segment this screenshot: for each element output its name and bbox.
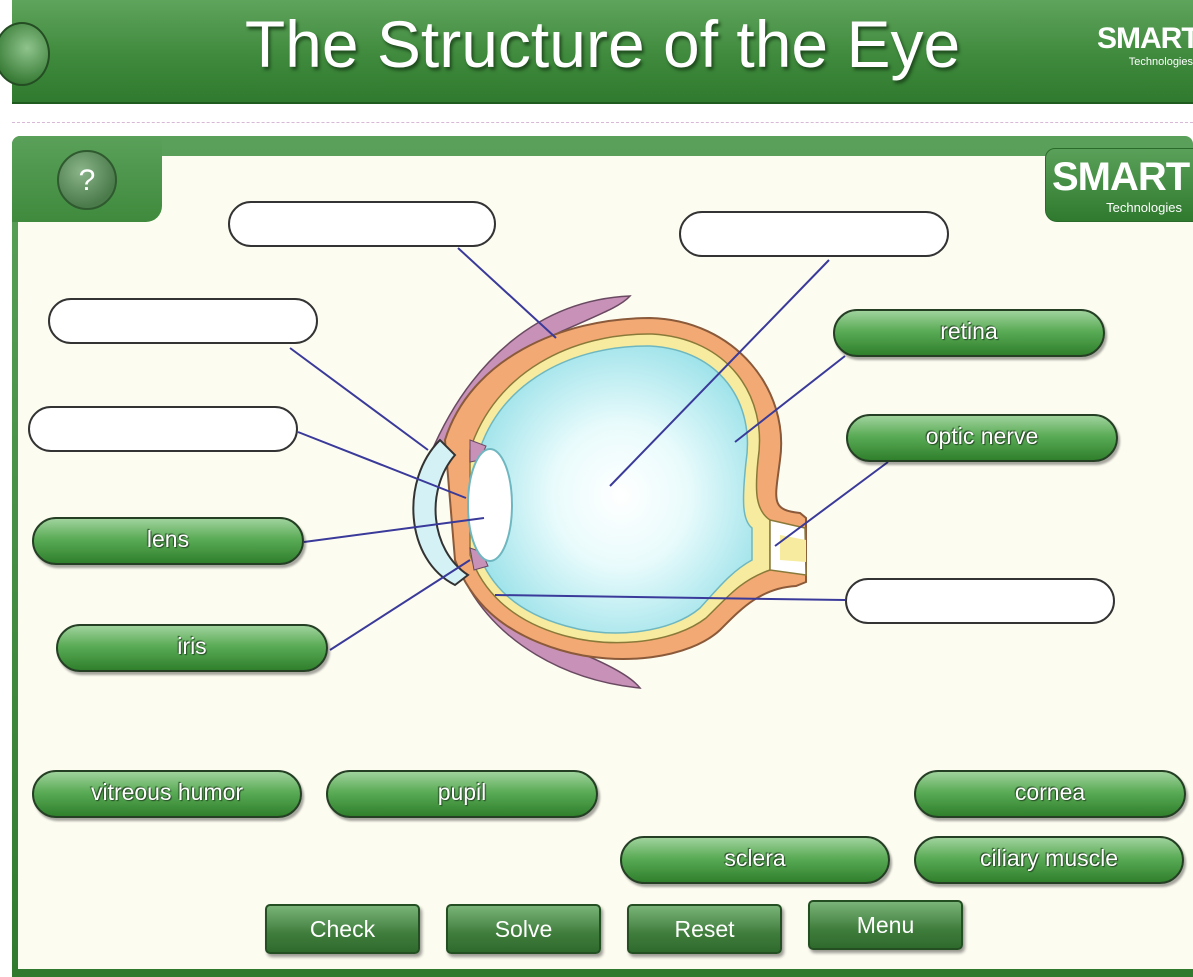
reset-button[interactable]: Reset	[627, 904, 782, 954]
placed-label-retina[interactable]: retina	[833, 309, 1105, 357]
vitreous-humor-shape	[477, 345, 753, 634]
header-logo: SMART Technologies	[1097, 22, 1193, 68]
panel-logo: SMART Technologies	[1045, 148, 1193, 222]
help-button[interactable]: ?	[57, 150, 117, 210]
corner-nav-button[interactable]	[0, 22, 50, 86]
answer-slot-3[interactable]	[48, 298, 318, 344]
answer-slot-5[interactable]	[845, 578, 1115, 624]
divider	[12, 122, 1193, 123]
lens-shape	[467, 448, 513, 562]
placed-label-iris[interactable]: iris	[56, 624, 328, 672]
menu-button[interactable]: Menu	[808, 900, 963, 950]
label-pupil[interactable]: pupil	[326, 770, 598, 818]
label-sclera[interactable]: sclera	[620, 836, 890, 884]
page-title: The Structure of the Eye	[244, 7, 961, 81]
answer-slot-2[interactable]	[679, 211, 949, 257]
check-button[interactable]: Check	[265, 904, 420, 954]
label-ciliary-muscle[interactable]: ciliary muscle	[914, 836, 1184, 884]
solve-button[interactable]: Solve	[446, 904, 601, 954]
label-cornea[interactable]: cornea	[914, 770, 1186, 818]
answer-slot-1[interactable]	[228, 201, 496, 247]
placed-label-optic-nerve[interactable]: optic nerve	[846, 414, 1118, 462]
answer-slot-4[interactable]	[28, 406, 298, 452]
label-vitreous-humor[interactable]: vitreous humor	[32, 770, 302, 818]
leader-lines	[289, 247, 889, 651]
placed-label-lens[interactable]: lens	[32, 517, 304, 565]
title-bar: The Structure of the Eye SMART Technolog…	[0, 0, 1193, 104]
